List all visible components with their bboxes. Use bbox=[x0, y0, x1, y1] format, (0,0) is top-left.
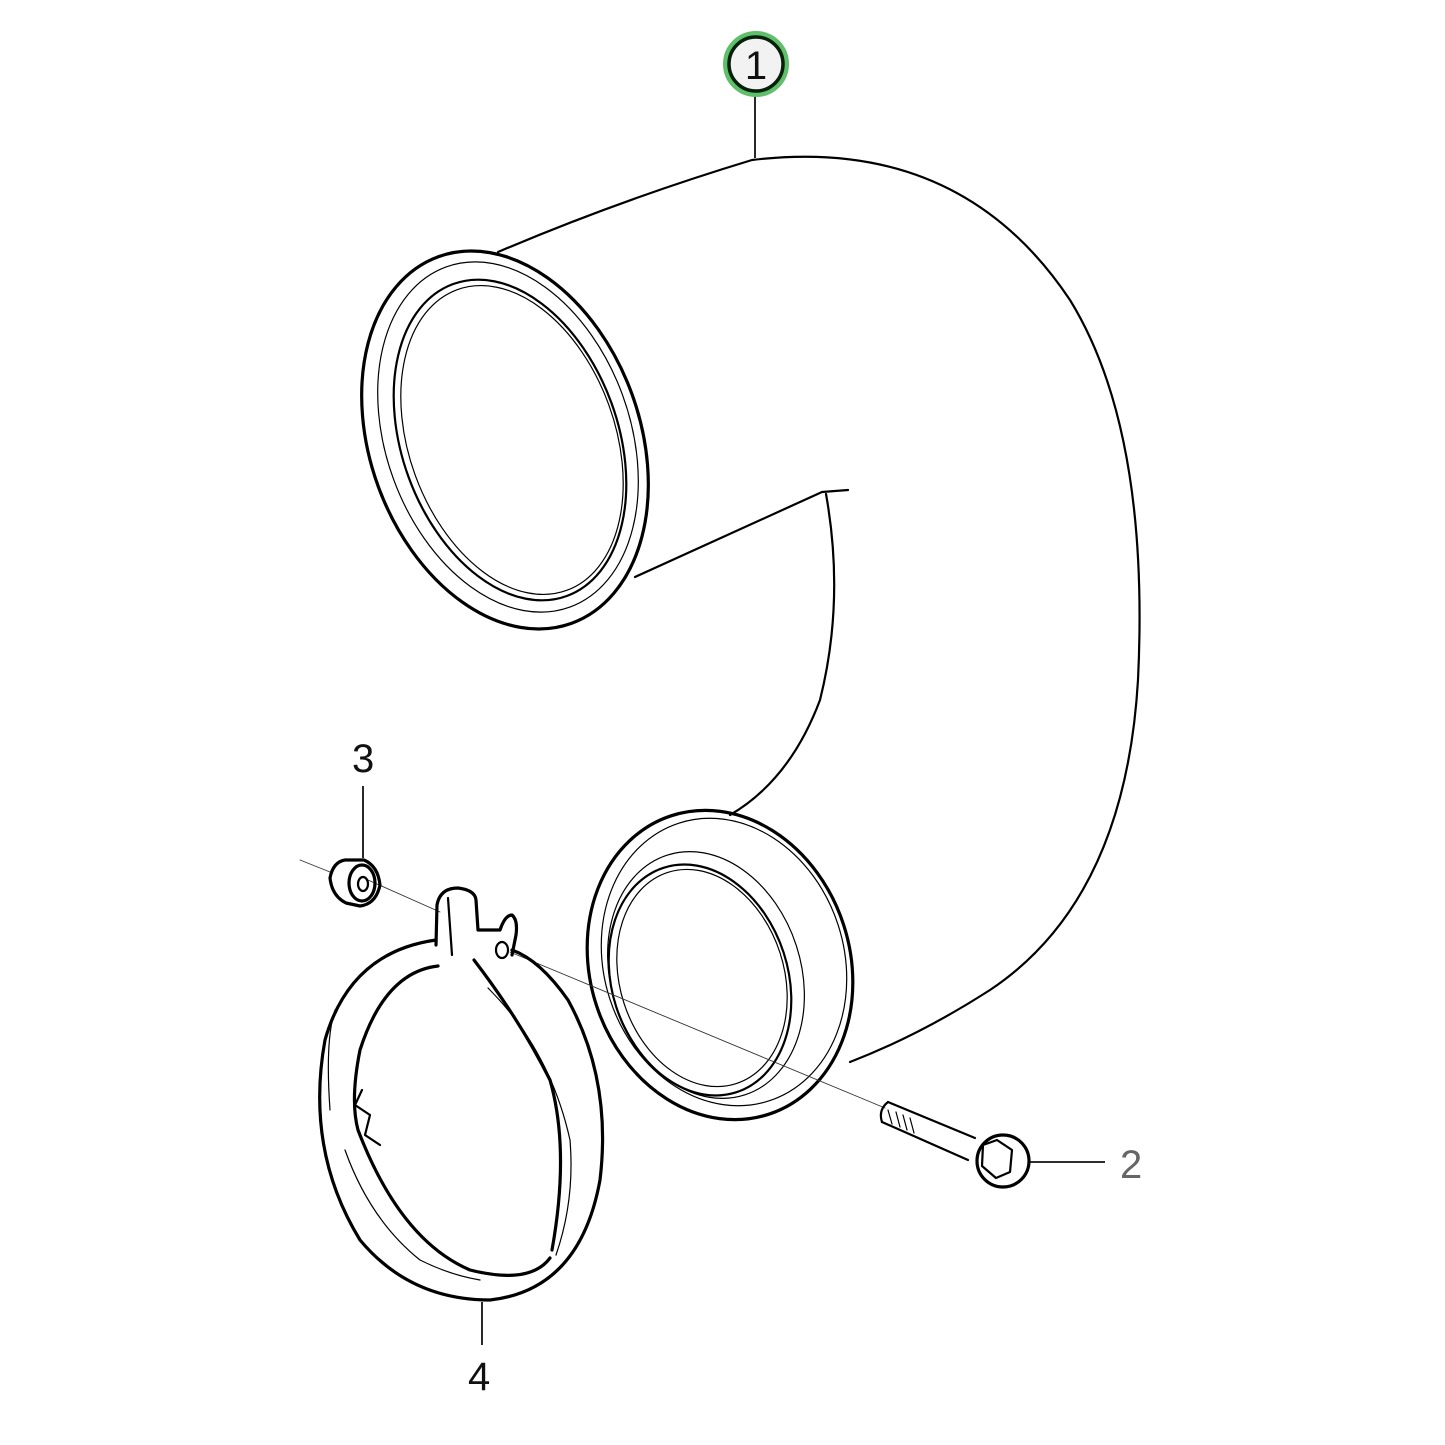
upper-flange bbox=[360, 249, 650, 631]
callout-label-3: 3 bbox=[352, 737, 374, 781]
clamp-bolt-hole bbox=[494, 940, 510, 960]
callout-label-1: 1 bbox=[745, 44, 767, 88]
callout-label-2: 2 bbox=[1120, 1143, 1142, 1187]
callout-1[interactable]: 1 bbox=[723, 31, 789, 158]
assembly-axis-line bbox=[299, 859, 331, 873]
callout-4[interactable]: 4 bbox=[468, 1302, 490, 1399]
callout-label-4: 4 bbox=[468, 1355, 490, 1399]
callout-2[interactable]: 2 bbox=[1030, 1143, 1142, 1187]
v-band-clamp[interactable] bbox=[318, 886, 605, 1302]
callout-3[interactable]: 3 bbox=[352, 737, 374, 858]
lower-flange bbox=[585, 808, 855, 1122]
flange-nut[interactable] bbox=[328, 858, 382, 908]
flange-bolt[interactable] bbox=[879, 1100, 1031, 1189]
bent-pipe[interactable] bbox=[311, 155, 1141, 1155]
callout-badge-ring bbox=[727, 35, 785, 93]
